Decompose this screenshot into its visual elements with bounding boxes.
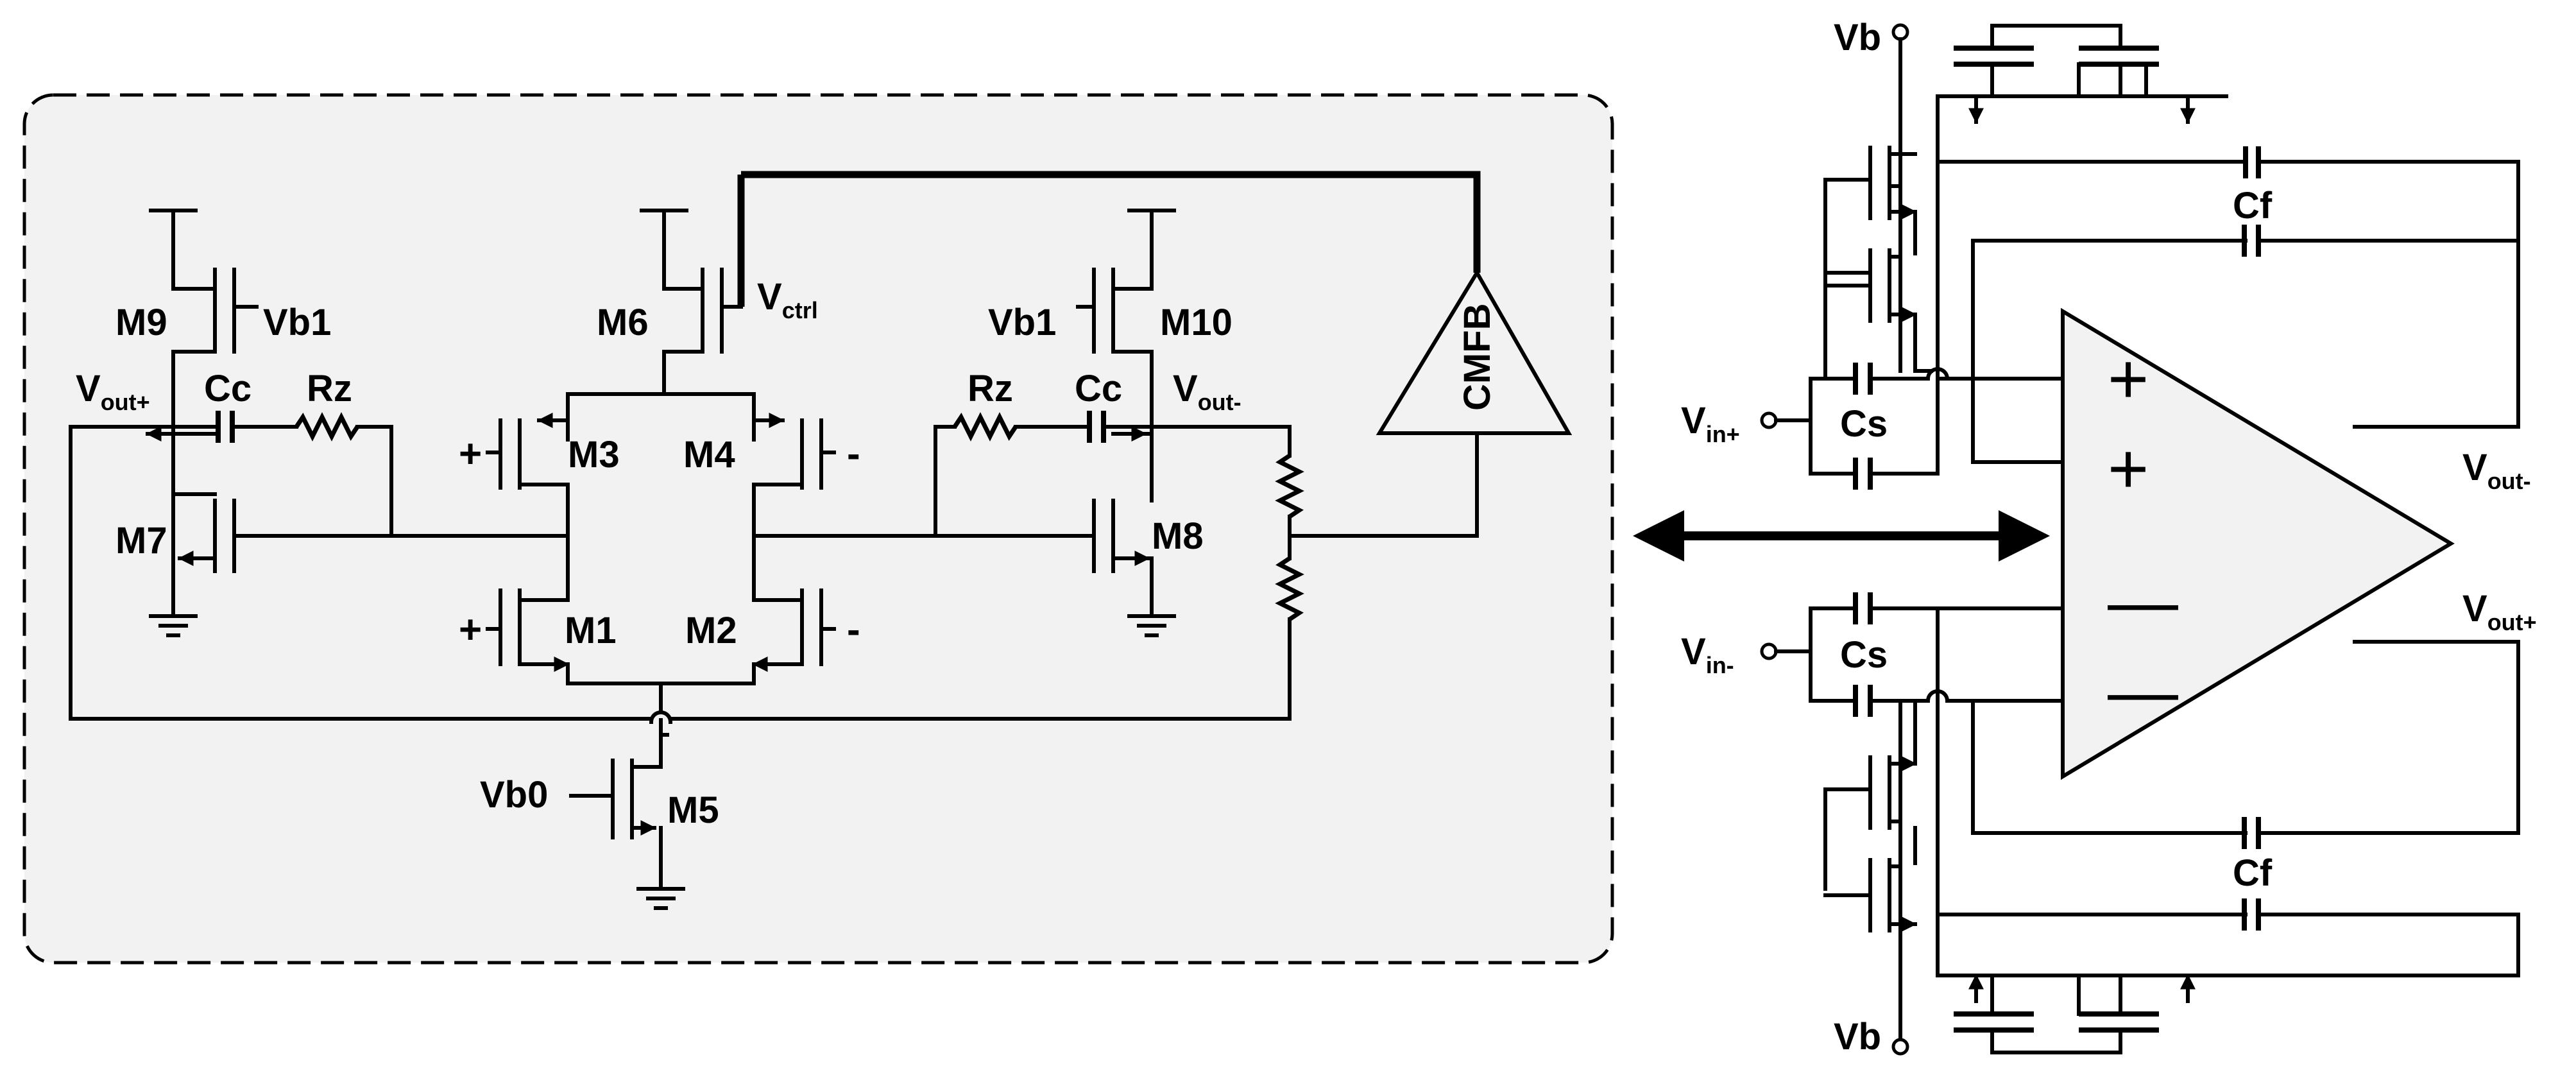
m9-label: M9 — [115, 302, 167, 343]
compensation-left — [69, 411, 393, 538]
opamp-plus-2: + — [2108, 429, 2149, 508]
right-output-stage — [1076, 209, 1176, 637]
cs-top — [1760, 363, 1965, 490]
m10-label: M10 — [1160, 302, 1233, 343]
cf-bottom-label: Cf — [2233, 852, 2273, 894]
m6-label: M6 — [597, 302, 649, 343]
cmfb-loop — [69, 171, 1573, 721]
opamp-minus-2: — — [2108, 652, 2178, 731]
m3-label: M3 — [568, 434, 620, 476]
amplifier-panel: M9 Vb1 M7 Vout+ Cc Rz M6 Vctrl + M3 M4 -… — [22, 93, 1614, 965]
m1-gate-sign: + — [459, 608, 482, 652]
vb0-label: Vb0 — [480, 774, 548, 816]
vout-minus-left-label: Vout- — [1173, 368, 1241, 415]
vb1-left-label: Vb1 — [263, 302, 331, 343]
switched-cap-panel: + + — — — [1681, 17, 2537, 1058]
feedback-bottom — [1936, 640, 2520, 977]
feedback-top — [1913, 94, 2520, 464]
tail-source — [569, 733, 685, 910]
m4-gate-sign: - — [847, 432, 860, 476]
top-switch-network — [1823, 23, 2228, 381]
vb-bottom-label: Vb — [1834, 1016, 1881, 1058]
m4-label: M4 — [683, 434, 735, 476]
opamp-plus-1: + — [2108, 339, 2149, 418]
opamp-minus-1: — — [2108, 562, 2178, 641]
cs-bottom-label: Cs — [1840, 634, 1888, 676]
cs-bottom — [1760, 592, 2065, 977]
cs-top-label: Cs — [1840, 403, 1888, 445]
compensation-right — [934, 411, 1292, 538]
vout-plus-right-label: Vout+ — [2462, 588, 2537, 635]
vctrl-label: Vctrl — [757, 276, 818, 323]
cmfb-label: CMFB — [1456, 303, 1498, 411]
rz-right-label: Rz — [968, 368, 1013, 409]
equivalence-arrow — [1633, 510, 2050, 562]
cc-right-label: Cc — [1075, 368, 1122, 409]
m8-label: M8 — [1152, 515, 1204, 557]
cc-left-label: Cc — [204, 368, 252, 409]
m2-gate-sign: - — [847, 608, 860, 652]
m7-label: M7 — [115, 520, 167, 562]
bottom-switch-network — [1823, 699, 2228, 1056]
differential-core — [389, 209, 1080, 737]
m5-label: M5 — [667, 789, 719, 831]
cf-top-label: Cf — [2233, 185, 2273, 227]
rz-left-label: Rz — [307, 368, 352, 409]
vout-plus-left-label: Vout+ — [76, 368, 150, 415]
vin-plus-label: Vin+ — [1681, 400, 1740, 447]
vin-minus-label: Vin- — [1681, 631, 1734, 678]
m3-gate-sign: + — [459, 432, 482, 476]
vb-top-label: Vb — [1834, 17, 1881, 58]
m1-label: M1 — [565, 610, 617, 651]
left-output-stage — [146, 209, 393, 637]
vb1-right-label: Vb1 — [988, 302, 1056, 343]
m2-label: M2 — [685, 610, 737, 651]
vout-minus-right-label: Vout- — [2462, 447, 2531, 494]
